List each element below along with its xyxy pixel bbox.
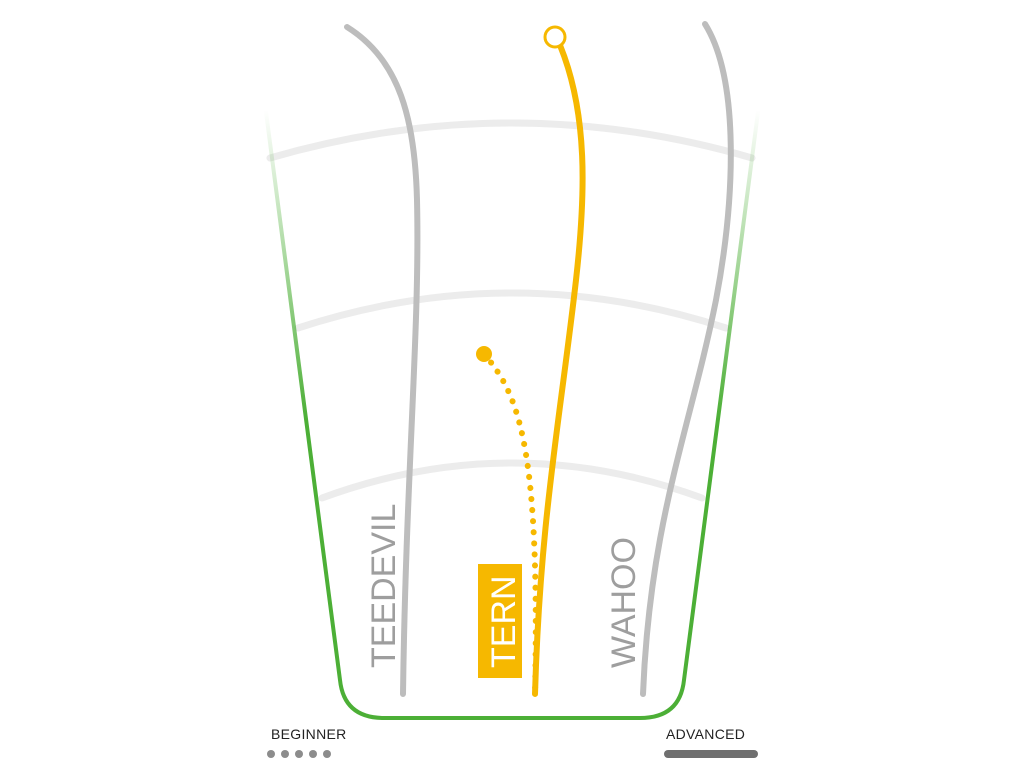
teedevil-flight-path bbox=[344, 24, 421, 697]
disc-label-tern: TERN bbox=[485, 575, 523, 668]
tern-dotted-flight-path bbox=[481, 351, 539, 697]
skill-dot bbox=[295, 750, 303, 758]
skill-dot bbox=[267, 750, 275, 758]
tern-end-marker bbox=[543, 25, 567, 49]
skill-dot bbox=[323, 750, 331, 758]
beginner-dots-indicator bbox=[267, 750, 331, 758]
beginner-label: BEGINNER bbox=[271, 726, 347, 742]
advanced-label: ADVANCED bbox=[666, 726, 746, 742]
tern-flight-path bbox=[532, 33, 586, 697]
disc-label-teedevil: TEEDEVIL bbox=[365, 504, 403, 668]
distance-arc-mid bbox=[294, 289, 730, 332]
skill-dot bbox=[281, 750, 289, 758]
disc-label-tern-badge bbox=[478, 564, 522, 678]
disc-label-wahoo: WAHOO bbox=[605, 537, 643, 668]
wahoo-flight-path bbox=[640, 21, 734, 697]
advanced-bar-indicator bbox=[664, 750, 758, 758]
fairway-outline bbox=[264, 110, 760, 720]
skill-dot bbox=[309, 750, 317, 758]
distance-arc-near bbox=[318, 459, 706, 502]
tern-dotted-end-dot bbox=[476, 346, 492, 362]
distance-arc-far bbox=[266, 119, 756, 162]
